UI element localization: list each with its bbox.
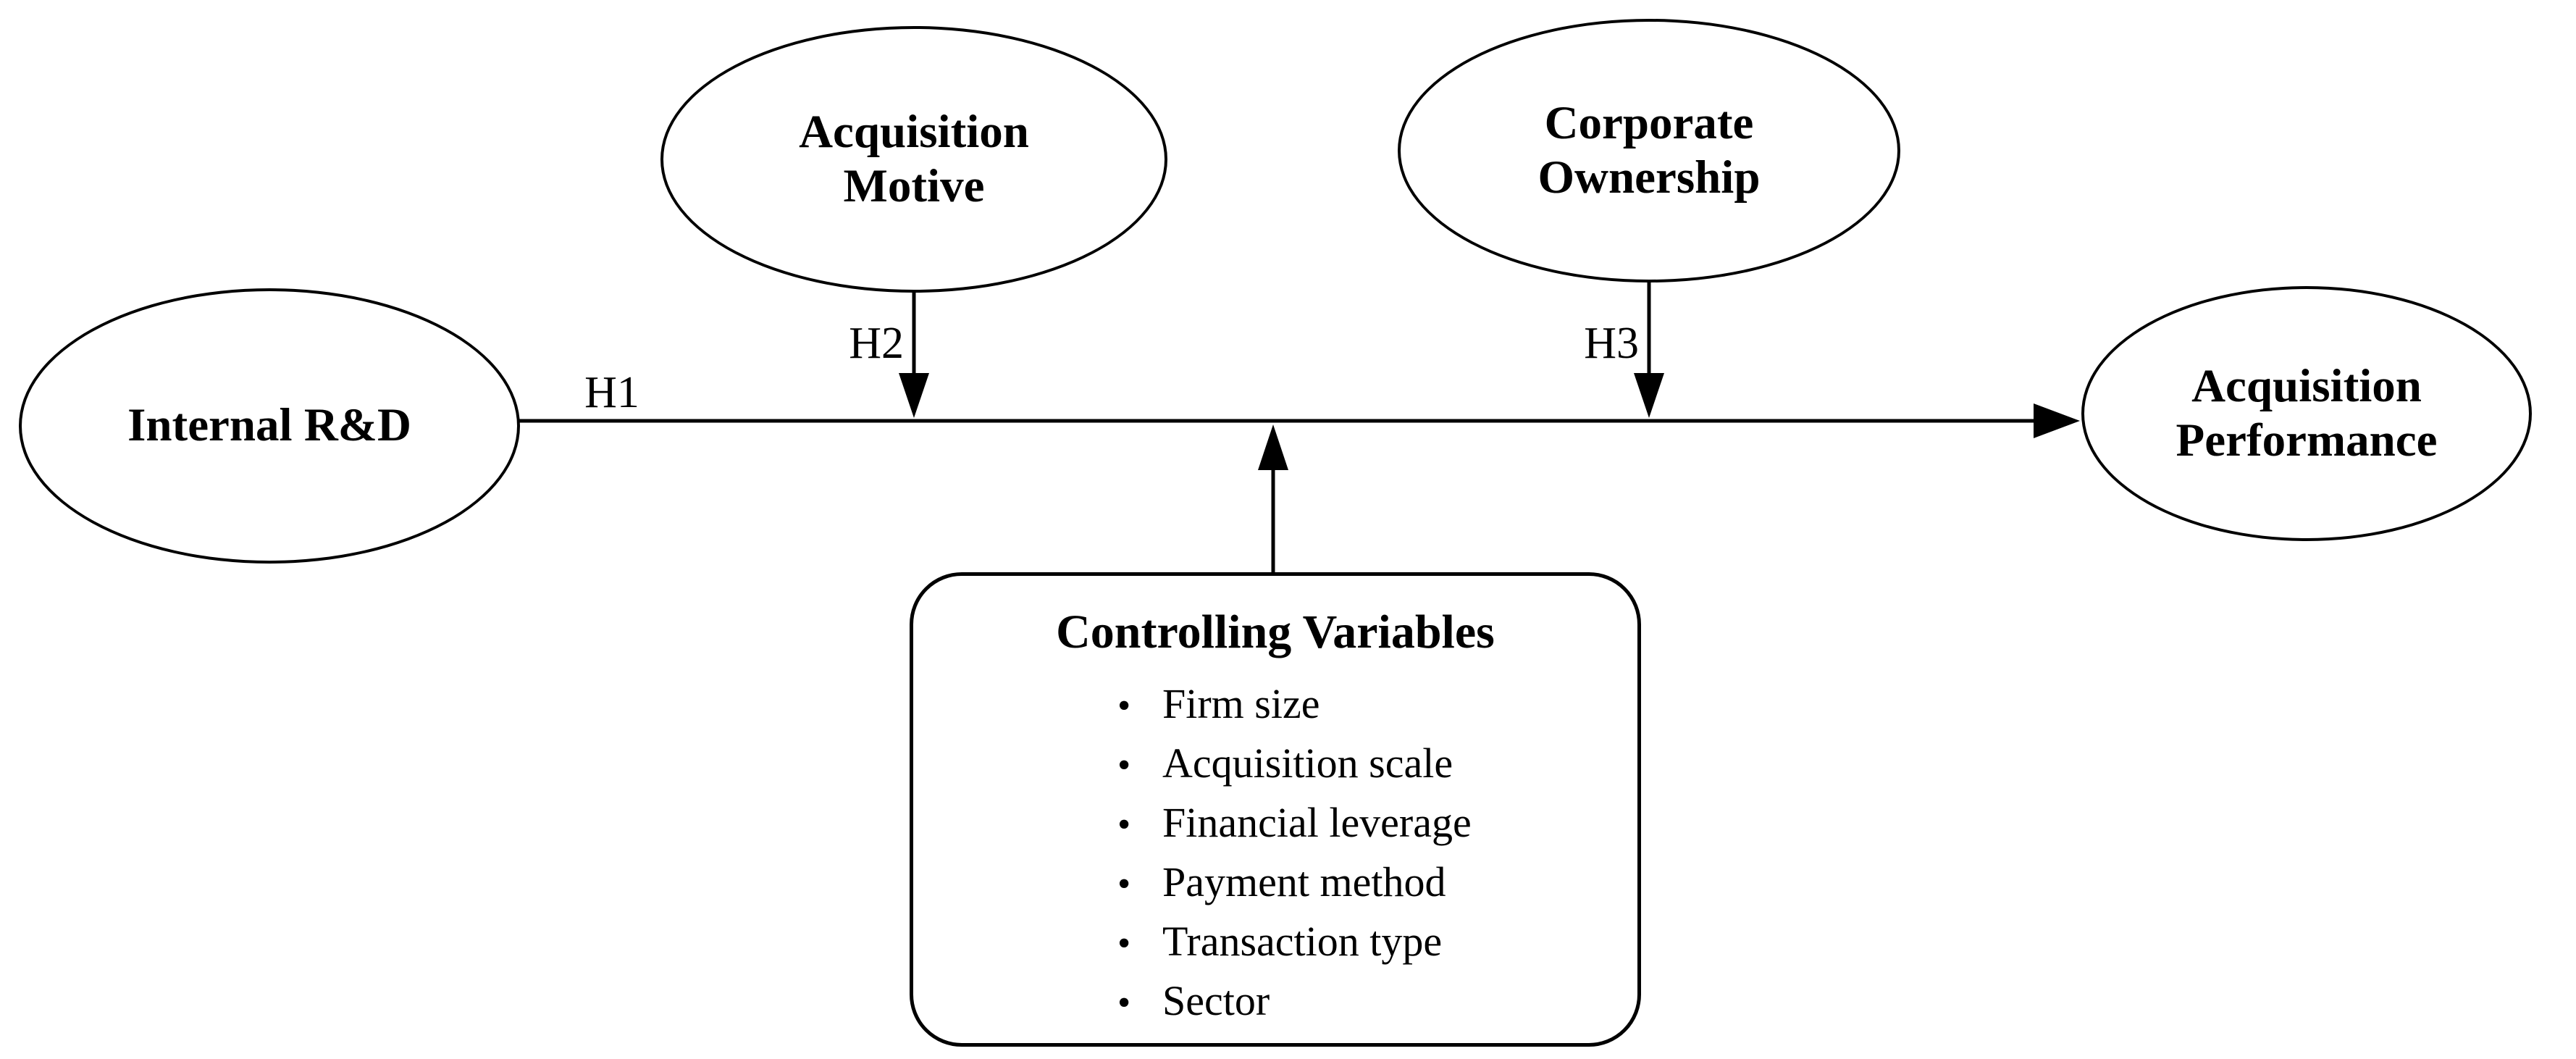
node-acquisition-performance-label: Acquisition Performance <box>2176 359 2438 466</box>
h2-arrowhead-icon <box>899 373 929 418</box>
controlling-variables-box: Controlling Variables • Firm size • Acquis… <box>910 572 1641 1047</box>
node-internal-rd-label: Internal R&D <box>127 399 411 452</box>
list-item-label: Acquisition scale <box>1162 739 1453 787</box>
node-internal-rd: Internal R&D <box>19 288 520 564</box>
controls-arrowhead-icon <box>1258 424 1288 470</box>
h1-arrowhead-icon <box>2034 403 2080 438</box>
h2-label: H2 <box>849 319 904 368</box>
list-item: • Financial leverage <box>1117 794 1637 853</box>
bullet-icon: • <box>1117 685 1131 727</box>
h3-arrowhead-icon <box>1634 373 1664 418</box>
list-item: • Firm size <box>1117 675 1637 734</box>
node-corporate-ownership-label: Corporate Ownership <box>1537 96 1761 204</box>
bullet-icon: • <box>1117 922 1131 964</box>
node-acquisition-motive: Acquisition Motive <box>660 26 1167 293</box>
list-item-label: Sector <box>1162 976 1270 1024</box>
list-item-label: Payment method <box>1162 858 1446 905</box>
list-item: • Acquisition scale <box>1117 734 1637 794</box>
controlling-variables-list: • Firm size • Acquisition scale • Financial… <box>913 675 1637 1031</box>
list-item: • Payment method <box>1117 853 1637 913</box>
node-acquisition-performance: Acquisition Performance <box>2081 286 2532 541</box>
list-item: • Sector <box>1117 972 1637 1031</box>
list-item-label: Financial leverage <box>1162 798 1472 846</box>
bullet-icon: • <box>1117 803 1131 845</box>
h1-label: H1 <box>584 368 639 417</box>
list-item-label: Firm size <box>1162 679 1320 727</box>
bullet-icon: • <box>1117 863 1131 905</box>
list-item-label: Transaction type <box>1162 917 1443 965</box>
node-corporate-ownership: Corporate Ownership <box>1398 19 1900 282</box>
list-item: • Transaction type <box>1117 913 1637 972</box>
bullet-icon: • <box>1117 744 1131 786</box>
h3-label: H3 <box>1584 319 1639 368</box>
node-acquisition-motive-label: Acquisition Motive <box>799 105 1029 212</box>
bullet-icon: • <box>1117 981 1131 1024</box>
controlling-variables-title: Controlling Variables <box>1056 606 1495 658</box>
